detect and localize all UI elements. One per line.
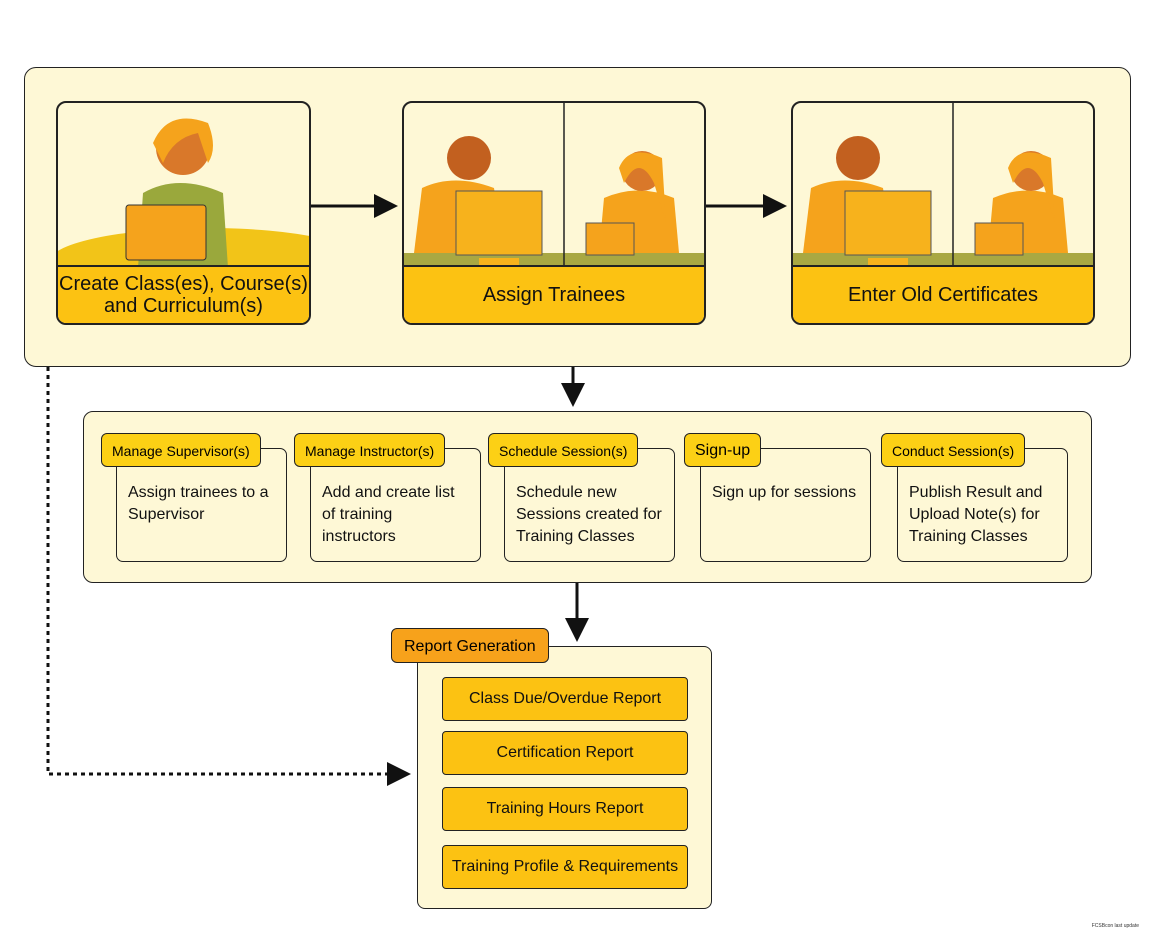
step-label: Create Class(es), Course(s) and Curricul…	[58, 265, 309, 323]
module-desc-instructors: Add and create list of training instruct…	[310, 448, 481, 562]
module-desc-conduct: Publish Result and Upload Note(s) for Tr…	[897, 448, 1068, 562]
module-title-schedule: Schedule Session(s)	[488, 433, 639, 467]
woman-laptop-illustration	[58, 118, 309, 273]
report-training-profile[interactable]: Training Profile & Requirements	[442, 845, 688, 889]
module-title-signup: Sign-up	[684, 433, 762, 467]
module-desc-signup: Sign up for sessions	[700, 448, 871, 562]
report-training-hours[interactable]: Training Hours Report	[442, 787, 688, 831]
step-label: Assign Trainees	[404, 265, 704, 323]
footer-note: FCSBcon last update	[1091, 923, 1139, 929]
step-create-classes: Create Class(es), Course(s) and Curricul…	[56, 101, 311, 325]
module-desc-schedule: Schedule new Sessions created for Traini…	[504, 448, 675, 562]
module-title-conduct: Conduct Session(s)	[881, 433, 1026, 467]
report-generation-title: Report Generation	[391, 628, 549, 663]
step-label: Enter Old Certificates	[793, 265, 1093, 323]
report-class-due-overdue[interactable]: Class Due/Overdue Report	[442, 677, 688, 721]
report-certification[interactable]: Certification Report	[442, 731, 688, 775]
module-title-instructors: Manage Instructor(s)	[294, 433, 446, 467]
step-enter-old-certificates: Enter Old Certificates	[791, 101, 1095, 325]
module-title-supervisors: Manage Supervisor(s)	[101, 433, 261, 467]
dotted-arrow-setup-to-reports	[46, 367, 411, 786]
man-woman-computers-illustration	[793, 103, 1093, 271]
module-desc-supervisors: Assign trainees to a Supervisor	[116, 448, 287, 562]
step-assign-trainees: Assign Trainees	[402, 101, 706, 325]
